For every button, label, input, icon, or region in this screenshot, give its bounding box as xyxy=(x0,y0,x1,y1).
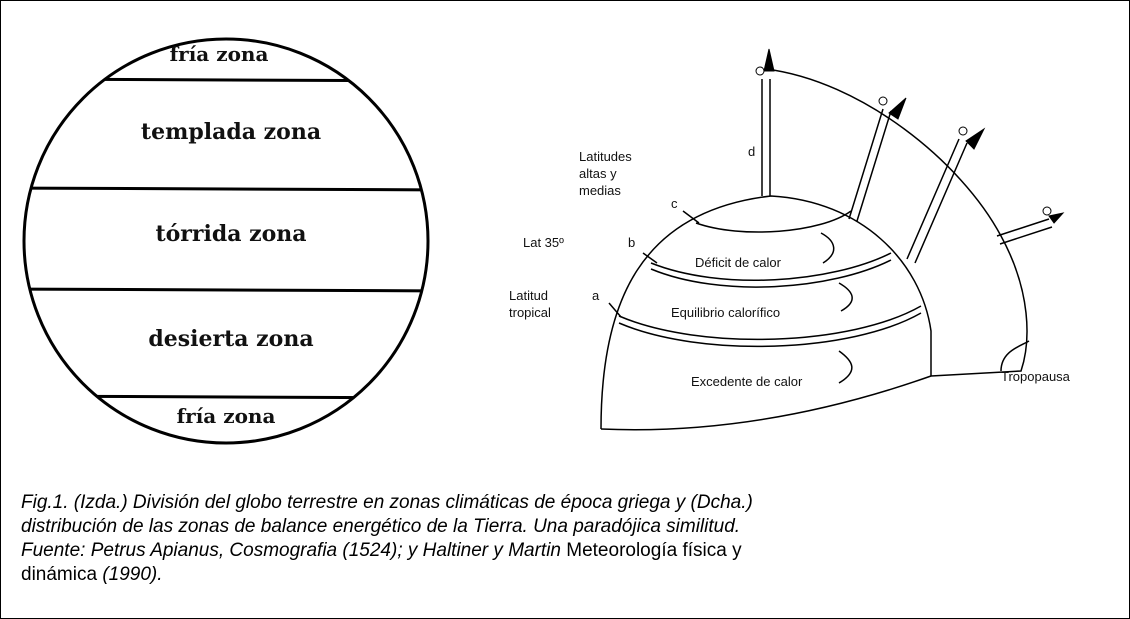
zone-label-torrid: tórrida zona xyxy=(155,221,306,247)
arrow-tail-2 xyxy=(878,96,888,106)
label-a: a xyxy=(592,288,600,303)
caption-line-3-title: Meteorología física y xyxy=(560,540,742,561)
arrow-shaft-2 xyxy=(848,108,892,222)
label-excedente: Excedente de calor xyxy=(691,374,803,389)
caption-line-4-title: dinámica xyxy=(21,564,98,585)
label-lat-high-2: altas y xyxy=(579,166,617,181)
zone-label-temperate: templada zona xyxy=(141,119,321,145)
label-lat-trop-2: tropical xyxy=(509,305,551,320)
zone-label-desert: desierta zona xyxy=(148,326,313,352)
pointer-a xyxy=(608,302,622,318)
caption-line-4-year: (1990). xyxy=(97,564,163,585)
arrow-head-3 xyxy=(965,127,986,150)
earth-dome xyxy=(600,195,932,430)
label-tropopausa: Tropopausa xyxy=(1001,369,1071,384)
pointer-c xyxy=(682,210,700,224)
base-line xyxy=(600,375,932,431)
pointer-excedente xyxy=(838,350,853,384)
arrow-tail-4 xyxy=(1042,206,1052,216)
arrow-shaft-4 xyxy=(996,218,1053,245)
label-c: c xyxy=(671,196,678,211)
pointer-deficit xyxy=(820,232,835,264)
zone-divider-3 xyxy=(24,287,428,293)
caption-line-2: distribución de las zonas de balance ene… xyxy=(21,516,741,537)
caption-line-3-source: Fuente: Petrus Apianus, Cosmografia (152… xyxy=(21,540,561,561)
band-a1 xyxy=(618,305,922,341)
zone-label-frigid-north: fría zona xyxy=(170,42,269,66)
label-lat-trop-1: Latitud xyxy=(509,288,548,303)
zone-divider-4 xyxy=(24,394,428,400)
arrow-shaft-1 xyxy=(761,79,771,196)
climatic-zones-globe: fría zona templada zona tórrida zona des… xyxy=(22,37,1071,445)
arrow-head-4 xyxy=(1048,212,1065,224)
arrow-shaft-3 xyxy=(906,138,968,264)
globe-outline xyxy=(22,37,430,445)
label-equilibrio: Equilibrio calorífico xyxy=(671,305,780,320)
band-c xyxy=(695,210,852,233)
label-deficit: Déficit de calor xyxy=(695,255,782,270)
pointer-b xyxy=(642,252,658,264)
band-b2 xyxy=(650,259,892,288)
label-lat-high-1: Latitudes xyxy=(579,149,632,164)
tropopause-arc xyxy=(765,68,1028,377)
label-lat35: Lat 35º xyxy=(523,235,564,250)
arrow-head-1 xyxy=(763,48,775,72)
zone-divider-2 xyxy=(24,186,428,192)
figure-caption: Fig.1. (Izda.) División del globo terres… xyxy=(21,491,1111,587)
arrow-head-2 xyxy=(888,97,907,120)
label-d: d xyxy=(748,144,755,159)
pointer-equilibrio xyxy=(838,282,853,312)
energy-balance-diagram xyxy=(600,68,1053,431)
band-b1 xyxy=(650,252,892,282)
pointer-tropopausa xyxy=(1000,340,1030,372)
label-lat-high-3: medias xyxy=(579,183,621,198)
band-a2 xyxy=(618,312,922,348)
zone-divider-1 xyxy=(24,77,428,83)
label-b: b xyxy=(628,235,635,250)
caption-line-1: Fig.1. (Izda.) División del globo terres… xyxy=(21,492,753,513)
zone-label-frigid-south: fría zona xyxy=(177,404,276,428)
arrow-tail-1 xyxy=(755,66,765,76)
arrow-tail-3 xyxy=(958,126,968,136)
